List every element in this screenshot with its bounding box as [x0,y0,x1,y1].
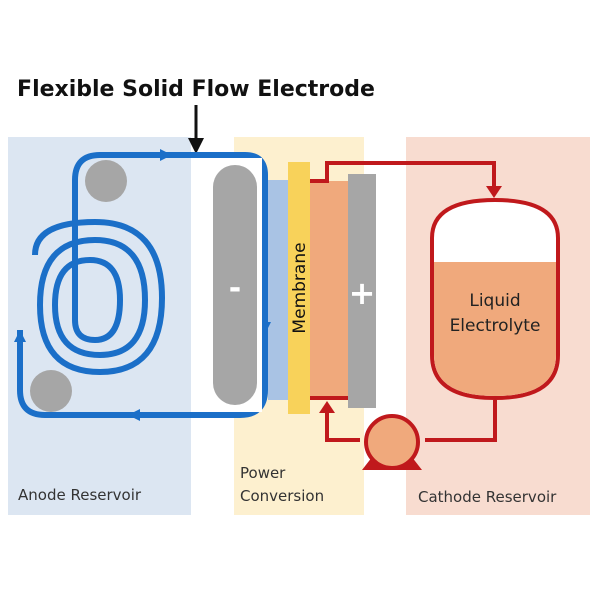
cathode-compartment [310,181,348,398]
cathode-flow-loop [310,161,497,442]
anode-flow-loop [17,152,268,418]
cathode-flow-arrow-down [486,186,502,198]
anode-flow-arrow-top [160,149,172,161]
tank-label-line1: Liquid [469,291,520,311]
anode-spiral [32,196,166,376]
title-pointer-arrowhead [188,138,204,154]
positive-sign: + [349,274,376,312]
anode-reservoir-label: Anode Reservoir [18,486,142,504]
electrolyte-liquid [434,262,556,396]
pump-icon [362,414,422,470]
upper-roller [85,160,127,202]
negative-current-collector [268,180,288,400]
negative-electrode [213,165,257,405]
positive-electrode [348,174,376,408]
membrane [288,162,310,414]
cathode-flow-arrow-up [319,401,335,413]
membrane-label: Membrane [290,242,310,333]
diagram-title: Flexible Solid Flow Electrode [17,77,375,102]
cathode-reservoir-label: Cathode Reservoir [418,488,557,506]
power-conversion-label-line1: Power [240,464,286,482]
lower-roller [30,370,72,412]
tank-label-line2: Electrolyte [450,316,541,336]
anode-flow-arrow-bottom [128,409,140,421]
anode-flow-arrow-left [14,330,26,342]
power-conversion-label-line2: Conversion [240,487,324,505]
negative-sign: - [229,271,241,306]
